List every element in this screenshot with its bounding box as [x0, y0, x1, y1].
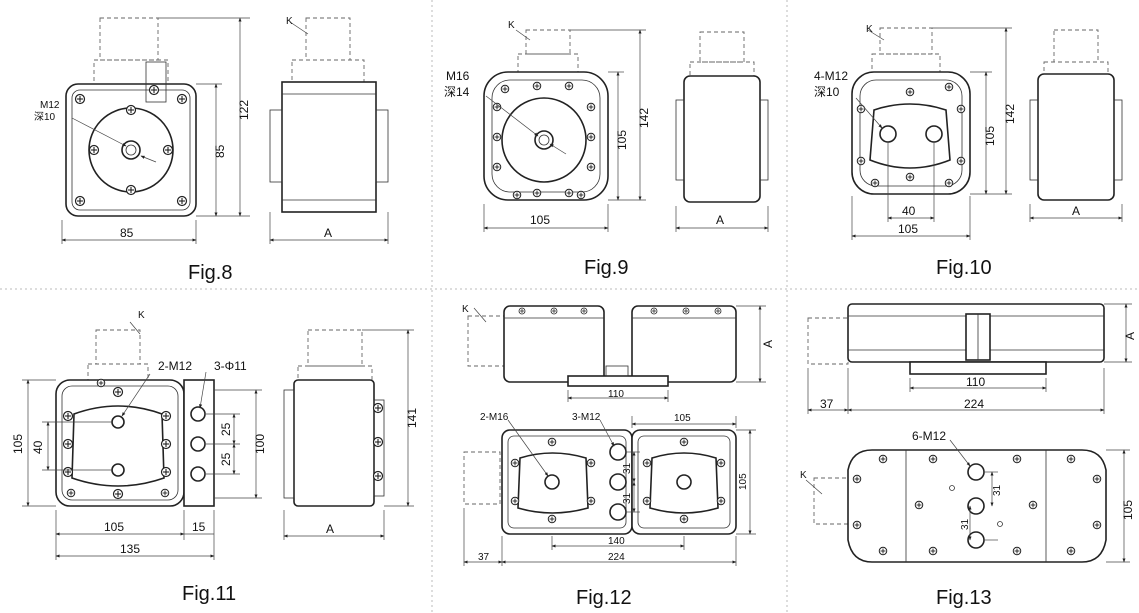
fig8-drawing: [61, 17, 389, 244]
fig10-depth-label: 深10: [814, 85, 840, 99]
fig12-total-dim: 224: [608, 552, 625, 563]
fig12-hole-spacing-1: 31: [622, 462, 633, 474]
fig11-mid-height-dim: 100: [253, 434, 267, 454]
fig9-drawing: [483, 29, 769, 232]
fig11-drawing: [22, 321, 414, 560]
fig11-hole-spacing-2: 25: [219, 452, 233, 466]
fig12-hole-spacing-2: 31: [622, 492, 633, 504]
fig10-spacing-dim: 40: [902, 204, 916, 218]
fig13-height-dim: 105: [1121, 500, 1135, 520]
fig13-thread-label: 6-M12: [912, 429, 946, 443]
fig9-inner-dim: 105: [615, 130, 629, 150]
fig12-caption: Fig.12: [576, 587, 632, 609]
fig11-k-label: K: [138, 310, 145, 321]
fig11-height-dim: 141: [405, 408, 419, 428]
fig11-hole-spacing-1: 25: [219, 422, 233, 436]
fig13-offset-dim: 37: [820, 397, 834, 411]
fig13-hole-spacing-2: 31: [960, 518, 971, 530]
fig8-caption: Fig.8: [188, 262, 232, 284]
fig13-caption: Fig.13: [936, 587, 992, 609]
fig8-inner-dim: 85: [213, 144, 227, 158]
fig11-a-dim: A: [326, 522, 334, 536]
fig12-drawing: [463, 305, 766, 566]
fig10-height-dim: 142: [1003, 104, 1017, 124]
fig9-a-dim: A: [716, 213, 724, 227]
fig9-height-dim: 142: [637, 108, 651, 128]
fig12-a-dim: A: [761, 340, 775, 348]
fig8-depth-label: 深10: [34, 111, 56, 123]
fig13-span-dim: 110: [966, 375, 985, 389]
fig8-a-dim: A: [324, 226, 332, 240]
fig11-total-dim: 135: [120, 542, 140, 556]
fig8-height-dim: 122: [237, 100, 251, 120]
fig10-drawing: [851, 27, 1123, 240]
fig11-width-dim: 105: [104, 520, 124, 534]
fig13-drawing: [805, 303, 1132, 563]
fig12-height-dim: 105: [738, 473, 749, 490]
fig11-left-height-dim: 105: [11, 434, 25, 454]
fig12-thread-label: 2-M16: [480, 412, 509, 423]
fig9-depth-label: 深14: [444, 85, 470, 99]
fig12-module-dim: 105: [674, 413, 691, 424]
fig11-thread-label: 2-M12: [158, 359, 192, 373]
fig10-k-label: K: [866, 24, 873, 35]
fig11-left-inner-dim: 40: [31, 440, 45, 454]
fig9-width-dim: 105: [530, 213, 550, 227]
fig10-width-dim: 105: [898, 222, 918, 236]
fig10-inner-dim: 105: [983, 126, 997, 146]
fig13-hole-spacing-1: 31: [992, 484, 1003, 496]
fig13-k-label: K: [800, 470, 807, 481]
fig8-k-label: K: [286, 16, 293, 27]
fig11-holes-label: 3-Φ11: [214, 359, 247, 373]
fig8-width-dim: 85: [120, 226, 134, 240]
fig13-total-dim: 224: [964, 397, 984, 411]
fig11-flange-dim: 15: [192, 520, 206, 534]
fig9-caption: Fig.9: [584, 257, 628, 279]
fig12-offset-dim: 37: [478, 552, 490, 563]
fig12-top-span-dim: 110: [608, 389, 624, 400]
fig11-caption: Fig.11: [182, 583, 236, 605]
fig10-a-dim: A: [1072, 204, 1080, 218]
fig10-thread-label: 4-M12: [814, 69, 848, 83]
fig12-thread2-label: 3-M12: [572, 412, 601, 423]
fig10-caption: Fig.10: [936, 257, 992, 279]
fig12-span-dim: 140: [608, 536, 625, 547]
fig13-a-dim: A: [1123, 332, 1137, 340]
fig8-thread-label: M12: [40, 100, 60, 111]
fig9-k-label: K: [508, 20, 515, 31]
fig9-thread-label: M16: [446, 69, 470, 83]
fig12-k-label: K: [462, 304, 469, 315]
